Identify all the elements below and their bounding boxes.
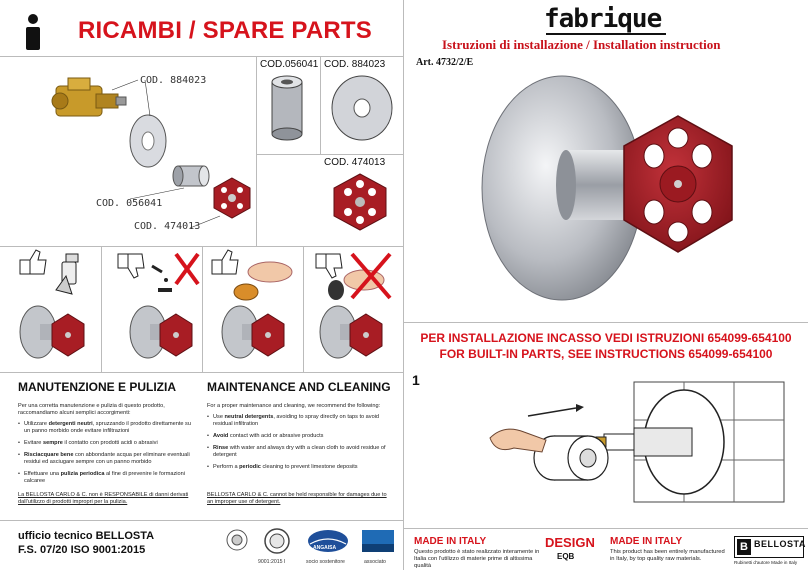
thumbs-up-icon	[19, 249, 47, 275]
list-item: Avoid contact with acid or abrasive prod…	[207, 433, 393, 440]
divider	[0, 372, 404, 373]
info-icon	[26, 14, 40, 50]
spare-parts-title: RICAMBI / SPARE PARTS	[78, 17, 372, 44]
bellosta-mark: B	[737, 539, 751, 555]
spare-part-thumbnails	[271, 75, 393, 231]
faucet-handle-icon	[319, 305, 383, 359]
fla-logo-icon	[362, 530, 394, 552]
part-label-handle: COD. 474013	[134, 221, 201, 232]
made-in-italy-it-text: Questo prodotto è stato realizzato inter…	[414, 549, 540, 569]
maintenance-pictograms	[19, 249, 392, 359]
cross-icon	[350, 252, 392, 300]
cell-divider	[202, 246, 203, 372]
maintenance-en-heading: MAINTENANCE AND CLEANING	[207, 380, 391, 394]
list-item: Use neutral detergents, avoiding to spra…	[207, 414, 393, 428]
builtin-note-it: PER INSTALLAZIONE INCASSO VEDI ISTRUZION…	[420, 331, 792, 345]
cell-label-sleeve: COD.056041	[260, 59, 319, 70]
part-label-valve: COD. 884023	[140, 75, 207, 86]
exploded-parts-drawing	[51, 77, 251, 229]
list-item: Rinse with water and always dry with a c…	[207, 445, 393, 459]
bellosta-logo: B BELLOSTA	[734, 536, 806, 558]
cert-label-associato: associato	[364, 559, 386, 565]
handwheel-icon	[213, 177, 251, 219]
eqb-label: EQB	[557, 552, 575, 561]
arrow-right-icon	[527, 404, 584, 417]
rosette-disc-icon	[129, 114, 167, 168]
cross-icon	[174, 252, 200, 286]
technical-office-line1: ufficio tecnico BELLOSTA	[18, 530, 155, 542]
brand-underline	[546, 33, 666, 35]
divider	[0, 56, 404, 57]
faucet-handle-icon	[221, 305, 285, 359]
installation-step-drawing	[489, 381, 785, 503]
list-item: Risciacquare bene con abbondante acqua p…	[18, 452, 198, 466]
thumbs-up-icon	[211, 249, 239, 275]
divider	[404, 528, 808, 529]
thumbs-down-icon	[117, 253, 145, 279]
technical-office: ufficio tecnico BELLOSTA F.S. 07/20 ISO …	[18, 529, 154, 557]
made-in-italy-en-heading: MADE IN ITALY	[610, 536, 683, 547]
spare-parts-page: RICAMBI / SPARE PARTS	[0, 0, 404, 570]
divider	[0, 520, 404, 521]
sleeve-thumb-icon	[271, 75, 303, 141]
brand-logo: fabrique	[544, 4, 662, 34]
handwheel-thumb-icon	[333, 173, 387, 231]
acid-drip-icon	[151, 264, 172, 292]
list-item: Perform a periodic cleaning to prevent l…	[207, 464, 393, 471]
step-number: 1	[412, 372, 420, 388]
red-handwheel-icon	[623, 115, 733, 253]
maintenance-it-intro: Per una corretta manutenzione e pulizia …	[18, 403, 165, 416]
valve-stem-icon	[595, 427, 693, 457]
article-code: Art. 4732/2/E	[416, 57, 474, 68]
hand-icon	[489, 428, 547, 453]
made-in-italy-it-heading: MADE IN ITALY	[414, 536, 487, 547]
cell-divider	[256, 154, 404, 155]
cell-divider	[320, 56, 321, 154]
product-render	[481, 75, 733, 301]
angaisa-label: ANGAISA	[313, 545, 337, 551]
cell-label-handle: COD. 474013	[324, 157, 386, 168]
technical-office-line2: F.S. 07/20 ISO 9001:2015	[18, 544, 146, 556]
part-label-sleeve: COD. 056041	[96, 198, 163, 209]
certification-badge-icon	[226, 529, 248, 551]
iso-badge-icon	[264, 528, 290, 554]
cert-label-sostenitore: socio sostenitore	[306, 559, 345, 565]
thumbs-down-icon	[315, 253, 343, 279]
faucet-handle-icon	[129, 305, 193, 359]
builtin-note-en: FOR BUILT-IN PARTS, SEE INSTRUCTIONS 654…	[439, 347, 773, 361]
list-item: Utilizzare detergenti neutri, spruzzando…	[18, 421, 198, 435]
faucet-handle-icon	[19, 305, 85, 359]
maintenance-en-disclaimer: BELLOSTA CARLO & C. cannot be held respo…	[207, 492, 387, 505]
cell-divider	[101, 246, 102, 372]
cell-divider	[256, 56, 257, 246]
list-item: Evitare sempre il contatto con prodotti …	[18, 440, 198, 447]
sleeve-icon	[172, 165, 210, 187]
design-label: DESIGN	[545, 535, 595, 550]
bellosta-tagline: Rubinetti d'autore Made in Italy	[734, 560, 798, 565]
list-item: Effettuare una pulizia periodica al fine…	[18, 471, 198, 485]
made-in-italy-en-text: This product has been entirely manufactu…	[610, 549, 725, 562]
maintenance-en-text: For a proper maintenance and cleaning, w…	[207, 403, 393, 476]
divider	[404, 322, 808, 323]
sleeve-part-icon	[533, 435, 609, 481]
rosette-thumb-icon	[331, 75, 393, 141]
cert-label-iso: 9001:2015 I	[258, 559, 286, 565]
maintenance-it-heading: MANUTENZIONE E PULIZIA	[18, 380, 176, 394]
maintenance-it-text: Per una corretta manutenzione e pulizia …	[18, 403, 198, 490]
valve-body-icon	[51, 77, 127, 117]
installation-page: fabrique Istruzioni di installazione / I…	[404, 0, 808, 570]
installation-title: Istruzioni di installazione / Installati…	[442, 37, 721, 52]
angaisa-logo-icon	[308, 530, 348, 552]
cleaning-hand-icon	[233, 261, 293, 301]
cell-divider	[303, 246, 304, 372]
cell-label-rosette: COD. 884023	[324, 59, 386, 70]
maintenance-it-disclaimer: La BELLOSTA CARLO & C. non è RESPONSABIL…	[18, 492, 189, 505]
spray-bottle-icon	[55, 253, 79, 295]
page-divider	[403, 0, 404, 570]
bellosta-name: BELLOSTA	[754, 539, 806, 549]
maintenance-en-intro: For a proper maintenance and cleaning, w…	[207, 403, 381, 409]
